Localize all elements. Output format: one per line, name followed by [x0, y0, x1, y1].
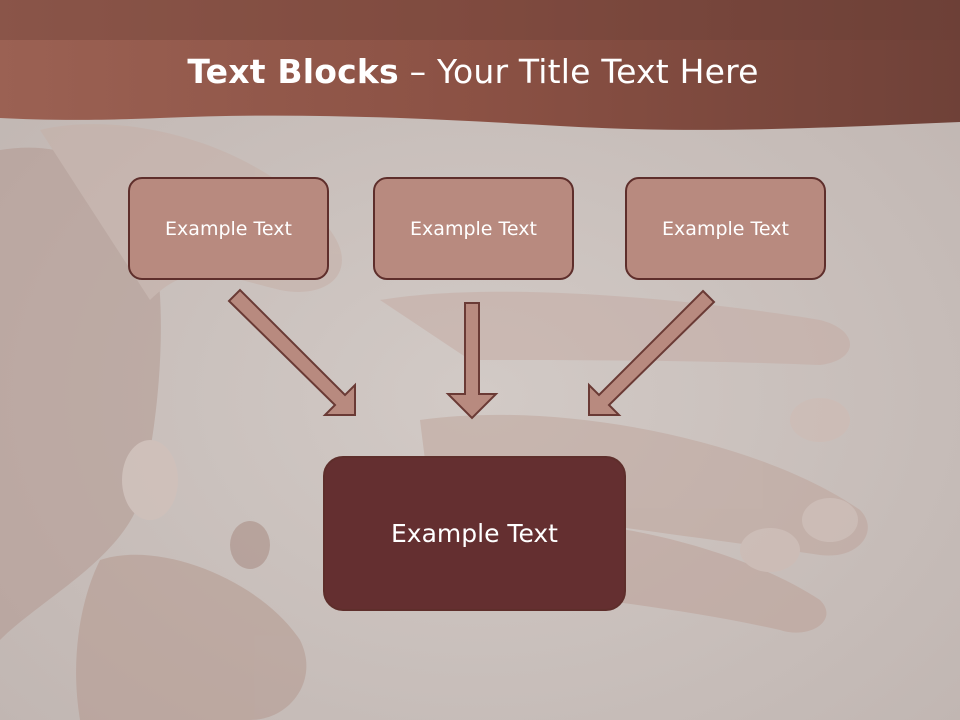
text-block-1[interactable]: Example Text [128, 177, 329, 280]
main-text-block[interactable]: Example Text [323, 456, 626, 611]
title-bold: Text Blocks [187, 52, 399, 91]
text-block-label: Example Text [662, 217, 789, 240]
text-block-2[interactable]: Example Text [373, 177, 574, 280]
text-block-3[interactable]: Example Text [625, 177, 826, 280]
text-block-label: Example Text [410, 217, 537, 240]
slide-title: Text Blocks – Your Title Text Here [0, 52, 946, 91]
text-block-label: Example Text [165, 217, 292, 240]
arrow-center-icon [445, 302, 499, 420]
arrow-left-icon [227, 288, 356, 416]
arrow-right-icon [588, 289, 716, 416]
title-separator: – [398, 52, 437, 91]
title-rest: Your Title Text Here [436, 52, 759, 91]
main-text-block-label: Example Text [391, 519, 558, 548]
